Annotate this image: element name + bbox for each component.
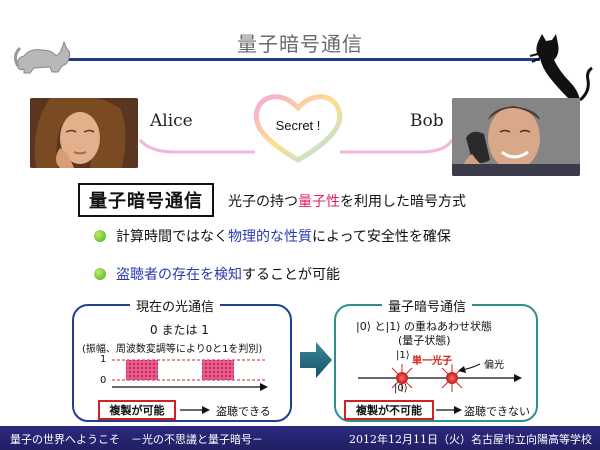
bullet-detection: 盗聴者の存在を検知することが可能 bbox=[116, 264, 340, 284]
arrow-icon bbox=[180, 406, 210, 414]
bullet-after: することが可能 bbox=[242, 267, 340, 283]
footer-event-title: 量子の世界へようこそ －光の不思議と量子暗号－ bbox=[10, 433, 263, 446]
bullet-icon bbox=[94, 230, 106, 242]
black-cat-icon bbox=[529, 34, 593, 103]
definition-before: 光子の持つ bbox=[228, 194, 298, 210]
quantum-result: 盗聴できない bbox=[464, 405, 530, 418]
copy-impossible-box: 複製が不可能 bbox=[344, 400, 434, 420]
topic-box: 量子暗号通信 bbox=[78, 183, 214, 217]
definition-highlight: 量子性 bbox=[298, 194, 340, 210]
footer-date-venue: 2012年12月11日（火）名古屋市立向陽高等学校 bbox=[349, 433, 592, 446]
ket-one-label: |1⟩ bbox=[396, 350, 410, 361]
classical-panel-title: 現在の光通信 bbox=[130, 296, 221, 315]
bullet-highlight: 盗聴者の存在を検知 bbox=[116, 267, 242, 283]
definition-after: を利用した暗号方式 bbox=[340, 194, 466, 210]
arrow-icon bbox=[436, 406, 462, 414]
classical-result: 盗聴できる bbox=[216, 405, 271, 418]
bullet-security: 計算時間ではなく物理的な性質によって安全性を確保 bbox=[116, 226, 451, 246]
quantum-state-sub: (量子状態) bbox=[398, 334, 451, 347]
secret-label: Secret ! bbox=[275, 118, 321, 133]
quantum-panel-title: 量子暗号通信 bbox=[382, 296, 473, 315]
classical-method-line: (振幅、周波数変調等により0と1を判別) bbox=[82, 344, 263, 355]
polarization-label: 偏光 bbox=[484, 360, 504, 371]
definition-line: 光子の持つ量子性を利用した暗号方式 bbox=[228, 191, 466, 211]
level-high-label: 1 bbox=[100, 354, 107, 365]
transition-arrow-icon bbox=[300, 342, 332, 378]
quantum-state-line: |0⟩ と|1⟩ の重ねあわせ状態 bbox=[356, 320, 492, 333]
copy-possible-box: 複製が可能 bbox=[98, 400, 176, 420]
bullet-icon bbox=[94, 268, 106, 280]
bob-name: Bob bbox=[410, 111, 444, 131]
classical-signal-diagram bbox=[112, 359, 268, 391]
level-low-label: 0 bbox=[100, 375, 107, 386]
quantum-photon-diagram bbox=[358, 363, 522, 392]
ket-zero-label: |0⟩ bbox=[394, 383, 408, 394]
footer-bar: 量子の世界へようこそ －光の不思議と量子暗号－ 2012年12月11日（火）名古… bbox=[0, 426, 600, 450]
grey-cat-icon bbox=[14, 40, 71, 74]
heart-icon bbox=[253, 94, 343, 163]
bullet-before: 計算時間ではなく bbox=[116, 229, 228, 245]
bullet-highlight: 物理的な性質 bbox=[228, 229, 312, 245]
bullet-after: によって安全性を確保 bbox=[312, 229, 451, 245]
single-photon-label: 単一光子 bbox=[412, 356, 452, 367]
alice-name: Alice bbox=[150, 111, 193, 131]
slide-title: 量子暗号通信 bbox=[237, 32, 363, 56]
title-rule bbox=[50, 58, 540, 61]
bob-photo bbox=[452, 98, 580, 176]
alice-photo bbox=[30, 98, 138, 168]
classical-value-line: 0 または 1 bbox=[150, 323, 209, 337]
